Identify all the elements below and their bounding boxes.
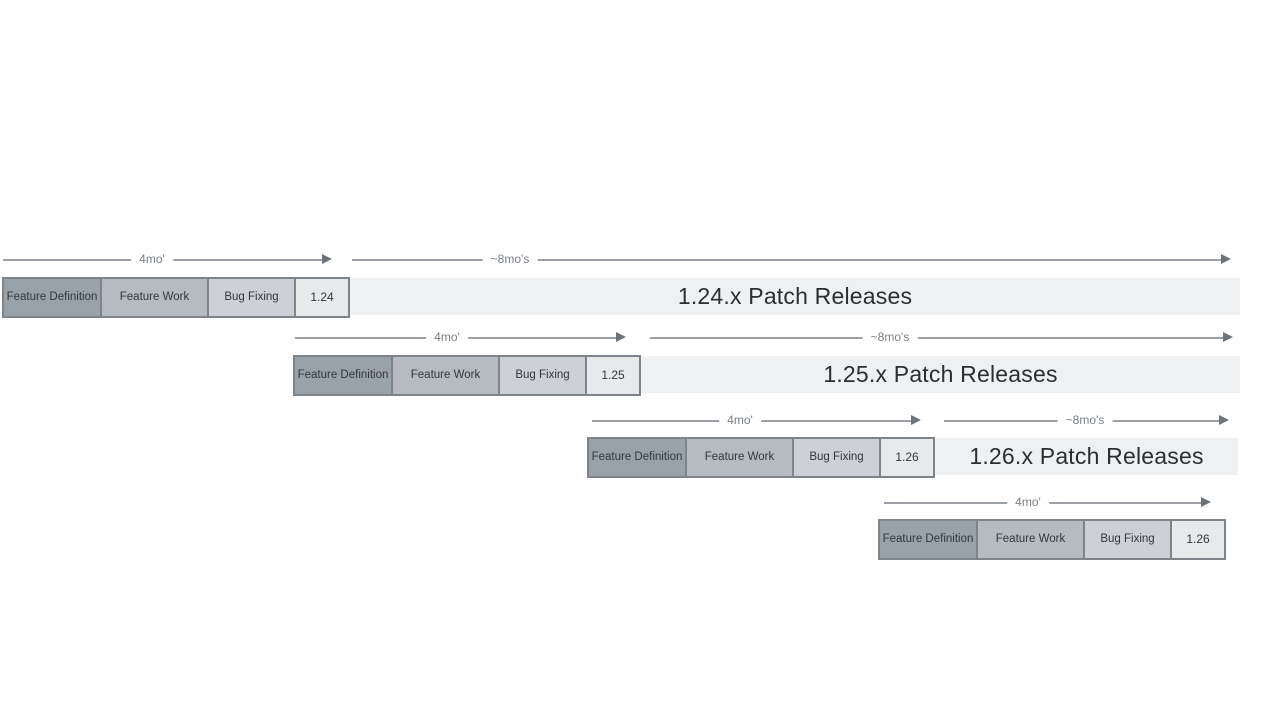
phase-feature-work: Feature Work: [100, 277, 209, 318]
cycle-duration-label: 4mo': [1007, 494, 1049, 511]
arrow-line: [650, 337, 1227, 339]
phase-bug-fixing: Bug Fixing: [498, 355, 587, 396]
release-phase-boxes: Feature Definition Feature Work Bug Fixi…: [2, 277, 350, 318]
version-box: 1.25: [585, 355, 641, 396]
arrowhead-icon: [1221, 254, 1231, 264]
arrowhead-icon: [911, 415, 921, 425]
cycle-duration-arrow: 4mo': [884, 494, 1211, 511]
patch-releases-bar: 1.26.x Patch Releases: [935, 438, 1238, 475]
version-box: 1.24: [294, 277, 350, 318]
arrowhead-icon: [1219, 415, 1229, 425]
patch-duration-label: ~8mo's: [482, 251, 538, 268]
patch-duration-arrow: ~8mo's: [352, 251, 1231, 268]
phase-bug-fixing: Bug Fixing: [207, 277, 296, 318]
patch-duration-arrow: ~8mo's: [944, 412, 1229, 429]
release-phase-boxes: Feature Definition Feature Work Bug Fixi…: [293, 355, 641, 396]
patch-releases-label: 1.24.x Patch Releases: [677, 283, 913, 309]
arrowhead-icon: [322, 254, 332, 264]
cycle-duration-arrow: 4mo': [295, 329, 626, 346]
arrow-line: [352, 259, 1225, 261]
phase-feature-work: Feature Work: [685, 437, 794, 478]
version-box: 1.26: [1170, 519, 1226, 560]
patch-releases-bar: 1.24.x Patch Releases: [350, 278, 1240, 315]
cycle-duration-arrow: 4mo': [592, 412, 921, 429]
patch-duration-label: ~8mo's: [862, 329, 918, 346]
arrowhead-icon: [616, 332, 626, 342]
cycle-duration-arrow: 4mo': [3, 251, 332, 268]
release-phase-boxes: Feature Definition Feature Work Bug Fixi…: [587, 437, 935, 478]
phase-bug-fixing: Bug Fixing: [792, 437, 881, 478]
arrowhead-icon: [1223, 332, 1233, 342]
phase-bug-fixing: Bug Fixing: [1083, 519, 1172, 560]
cycle-duration-label: 4mo': [131, 251, 173, 268]
patch-duration-label: ~8mo's: [1057, 412, 1113, 429]
version-box: 1.26: [879, 437, 935, 478]
patch-releases-bar: 1.25.x Patch Releases: [641, 356, 1240, 393]
patch-releases-label: 1.26.x Patch Releases: [969, 443, 1204, 469]
phase-feature-definition: Feature Definition: [587, 437, 687, 478]
cycle-duration-label: 4mo': [719, 412, 761, 429]
patch-releases-label: 1.25.x Patch Releases: [823, 361, 1058, 387]
cycle-duration-label: 4mo': [426, 329, 468, 346]
phase-feature-work: Feature Work: [391, 355, 500, 396]
phase-feature-definition: Feature Definition: [878, 519, 978, 560]
arrowhead-icon: [1201, 497, 1211, 507]
release-phase-boxes: Feature Definition Feature Work Bug Fixi…: [878, 519, 1226, 560]
phase-feature-definition: Feature Definition: [2, 277, 102, 318]
patch-duration-arrow: ~8mo's: [650, 329, 1233, 346]
phase-feature-work: Feature Work: [976, 519, 1085, 560]
phase-feature-definition: Feature Definition: [293, 355, 393, 396]
